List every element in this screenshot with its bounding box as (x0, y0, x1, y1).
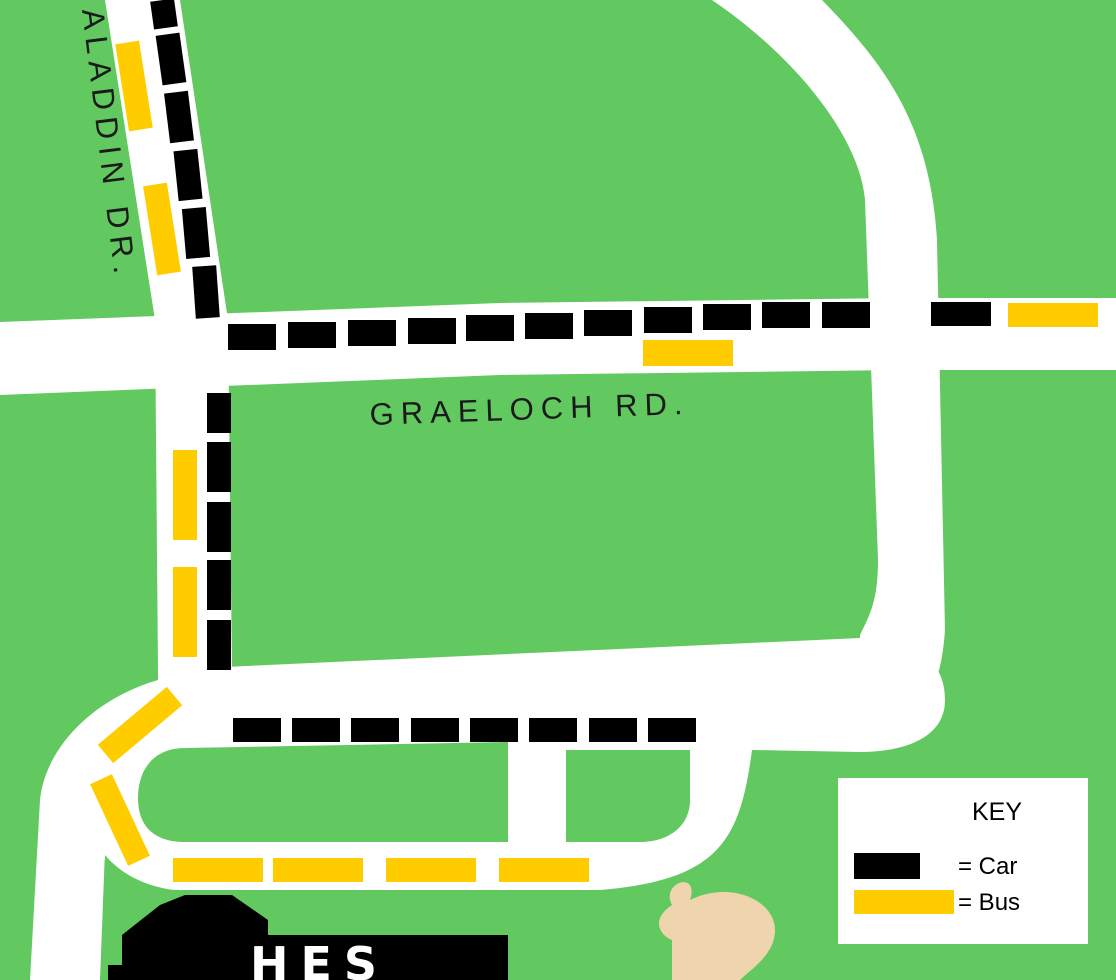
west-access-road (30, 680, 175, 980)
car-marker (164, 90, 194, 144)
bus-marker (97, 686, 183, 764)
hes-building: HES (108, 895, 508, 980)
key-car-label: = Car (958, 853, 1017, 880)
car-marker (228, 324, 276, 350)
key-bus-label: = Bus (958, 889, 1020, 916)
car-marker (207, 620, 231, 670)
northeast-curve-road (712, 0, 945, 735)
key-car-swatch (854, 853, 920, 879)
car-markers (150, 0, 991, 742)
key-bus-swatch (854, 890, 954, 914)
car-marker (155, 32, 187, 86)
car-marker (589, 718, 637, 742)
car-marker (288, 322, 336, 348)
car-marker (931, 302, 991, 326)
car-marker (351, 718, 399, 742)
bus-marker (273, 858, 363, 882)
hes-building-shape (108, 895, 508, 980)
bus-marker (499, 858, 589, 882)
car-marker (762, 302, 810, 328)
car-marker (207, 442, 231, 492)
bus-marker (173, 450, 197, 540)
car-marker (408, 318, 456, 344)
car-marker (411, 718, 459, 742)
car-marker (207, 560, 231, 610)
car-marker (470, 718, 518, 742)
bus-marker (386, 858, 476, 882)
bus-marker (143, 182, 181, 276)
car-marker (529, 718, 577, 742)
bus-marker (115, 40, 153, 132)
car-marker (466, 315, 514, 341)
car-marker (584, 310, 632, 336)
car-marker (822, 302, 870, 328)
bus-marker (643, 340, 733, 366)
car-marker (648, 718, 696, 742)
bus-marker (173, 858, 263, 882)
bus-markers (90, 40, 1098, 882)
car-marker (207, 393, 231, 433)
car-marker (292, 718, 340, 742)
key-title: KEY (972, 798, 1022, 826)
sand-area (658, 882, 775, 980)
hes-building-label: HES (250, 937, 389, 980)
loop-island-west (138, 742, 508, 842)
car-marker (644, 307, 692, 333)
loop-island-east (566, 750, 690, 842)
car-marker (703, 304, 751, 330)
car-marker (233, 718, 281, 742)
bus-marker (90, 774, 150, 866)
bus-marker (1008, 303, 1098, 327)
car-marker (525, 313, 573, 339)
car-marker (207, 502, 231, 552)
bus-marker (173, 567, 197, 657)
car-marker (348, 320, 396, 346)
car-marker (173, 148, 203, 202)
car-marker (181, 207, 211, 259)
map-key: KEY = Car = Bus (838, 778, 1088, 944)
car-marker (150, 0, 178, 30)
car-marker (192, 265, 220, 319)
